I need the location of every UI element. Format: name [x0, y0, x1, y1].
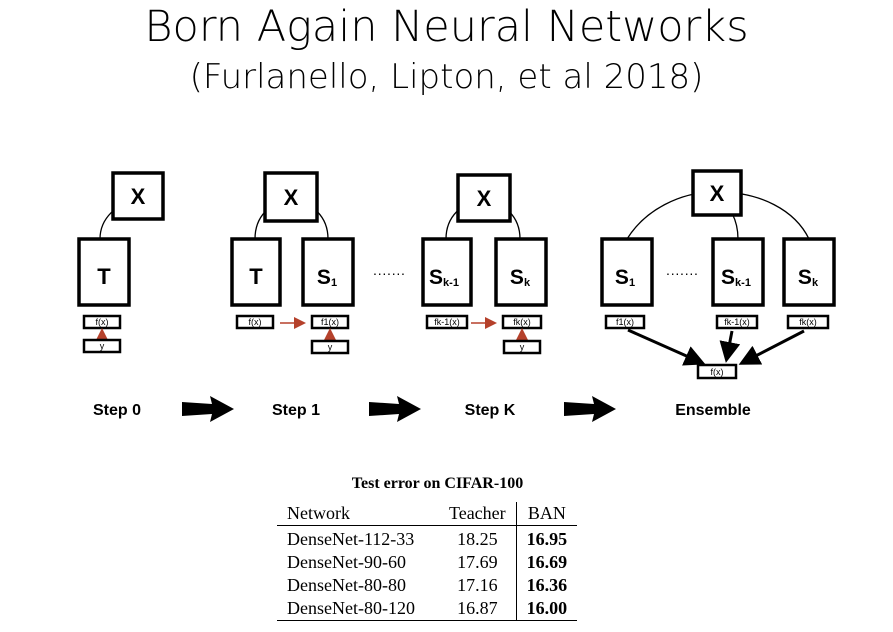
- results-table: Network Teacher BAN DenseNet-112-33 18.2…: [277, 502, 578, 621]
- column-header-ban: BAN: [516, 502, 578, 526]
- step-0-label: Step 0: [93, 402, 141, 419]
- ellipsis-dots: ·······: [666, 265, 699, 281]
- ensemble-output-1-box: [604, 314, 646, 330]
- target-label: y: [100, 341, 105, 351]
- table-row: DenseNet-90-60 17.69 16.69: [277, 551, 577, 574]
- input-x-box: [111, 171, 165, 221]
- cell-network: DenseNet-90-60: [287, 552, 406, 572]
- teacher-box: [77, 237, 131, 307]
- column-header-network: Network: [277, 502, 439, 526]
- step-arrow-1: [182, 396, 234, 422]
- teacher-label: T: [97, 264, 111, 289]
- ensemble-member-2-label: Sk-1: [721, 266, 751, 289]
- stage-step-1: X T S1 f(x) f1(x) y: [230, 171, 355, 355]
- target-box: [310, 339, 350, 355]
- combine-arrow-1: [627, 328, 706, 366]
- cell-ban: 16.36: [526, 575, 568, 595]
- table-header-row: Network Teacher BAN: [277, 502, 578, 526]
- prev-student-box: [421, 237, 473, 307]
- student-box: [494, 237, 548, 307]
- target-box: [502, 339, 542, 355]
- cell-teacher: 17.16: [438, 574, 517, 597]
- ensemble-member-3-label: Sk: [798, 266, 819, 289]
- table-row: DenseNet-80-120 16.87 16.00: [277, 597, 578, 621]
- ensemble-output-2-label: fk-1(x): [724, 317, 750, 327]
- ensemble-output-3-box: [786, 314, 830, 330]
- ensemble-member-1-label: S1: [615, 266, 635, 289]
- input-x-box: [456, 173, 512, 223]
- ensemble-member-3-box: [782, 237, 836, 307]
- cell-network: DenseNet-80-80: [287, 575, 406, 595]
- ensemble-member-2-box: [711, 237, 765, 307]
- ensemble-output-box: [696, 363, 738, 380]
- cell-network: DenseNet-112-33: [287, 529, 415, 549]
- teacher-output-label: f(x): [249, 317, 262, 327]
- ensemble-member-1-box: [600, 237, 654, 307]
- table-row: DenseNet-112-33 18.25 16.95: [277, 525, 577, 551]
- teacher-label: T: [249, 264, 263, 289]
- input-x-label: X: [131, 184, 146, 209]
- ensemble-output-2-box: [715, 314, 759, 330]
- table-caption: Test error on CIFAR-100: [351, 475, 524, 492]
- teacher-output-label: f(x): [96, 317, 109, 327]
- stage-step-k: X Sk-1 Sk fk-1(x) fk(x) y: [421, 173, 548, 355]
- cell-ban: 16.00: [516, 597, 578, 621]
- combine-arrow-2: [719, 330, 741, 363]
- cell-network: DenseNet-80-120: [277, 597, 439, 621]
- step-1-label: Step 1: [272, 402, 320, 419]
- cell-ban: 16.69: [526, 552, 568, 572]
- step-arrow-3: [564, 396, 616, 422]
- cell-teacher: 16.87: [438, 597, 517, 621]
- combine-arrow-3: [738, 329, 805, 365]
- input-x-label: X: [710, 181, 725, 206]
- prev-output-box: [425, 314, 469, 330]
- target-label: y: [520, 342, 525, 352]
- input-x-label: X: [477, 186, 492, 211]
- prev-student-label: Sk-1: [429, 266, 459, 289]
- student-label: S1: [317, 266, 337, 289]
- stage-step-0: X T f(x) y: [77, 171, 165, 354]
- teacher-output-box: [235, 314, 275, 330]
- table-row: DenseNet-80-80 17.16 16.36: [277, 574, 577, 597]
- student-output-label: f1(x): [321, 317, 339, 327]
- stage-ensemble: X S1 ······· Sk-1 Sk f1(x) fk-1(x) fk(x)…: [600, 169, 836, 380]
- input-x-box: [263, 171, 319, 223]
- step-k-label: Step K: [465, 402, 516, 419]
- ensemble-output-1-label: f1(x): [616, 317, 634, 327]
- ensemble-output-label: f(x): [711, 367, 724, 377]
- step-arrow-2: [369, 396, 421, 422]
- slide-subtitle: (Furlanello, Lipton, et al 2018): [189, 57, 704, 97]
- cell-ban: 16.95: [526, 529, 568, 549]
- teacher-box: [230, 237, 282, 307]
- slide-title: Born Again Neural Networks: [144, 2, 749, 52]
- ban-diagram: X T f(x) y X T S1 f(x) f1(x) y ······· X…: [77, 169, 836, 422]
- ensemble-output-3-label: fk(x): [799, 317, 817, 327]
- ellipsis-dots: ·······: [373, 265, 406, 281]
- ensemble-label: Ensemble: [675, 402, 751, 419]
- student-output-label: fk(x): [513, 317, 531, 327]
- student-box: [301, 237, 355, 307]
- target-label: y: [328, 342, 333, 352]
- input-x-label: X: [284, 185, 299, 210]
- column-header-teacher: Teacher: [438, 502, 517, 526]
- student-label: Sk: [510, 266, 531, 289]
- cell-teacher: 18.25: [438, 525, 517, 551]
- input-x-box: [691, 169, 743, 217]
- prev-output-label: fk-1(x): [434, 317, 460, 327]
- cell-teacher: 17.69: [438, 551, 517, 574]
- target-box: [82, 338, 122, 354]
